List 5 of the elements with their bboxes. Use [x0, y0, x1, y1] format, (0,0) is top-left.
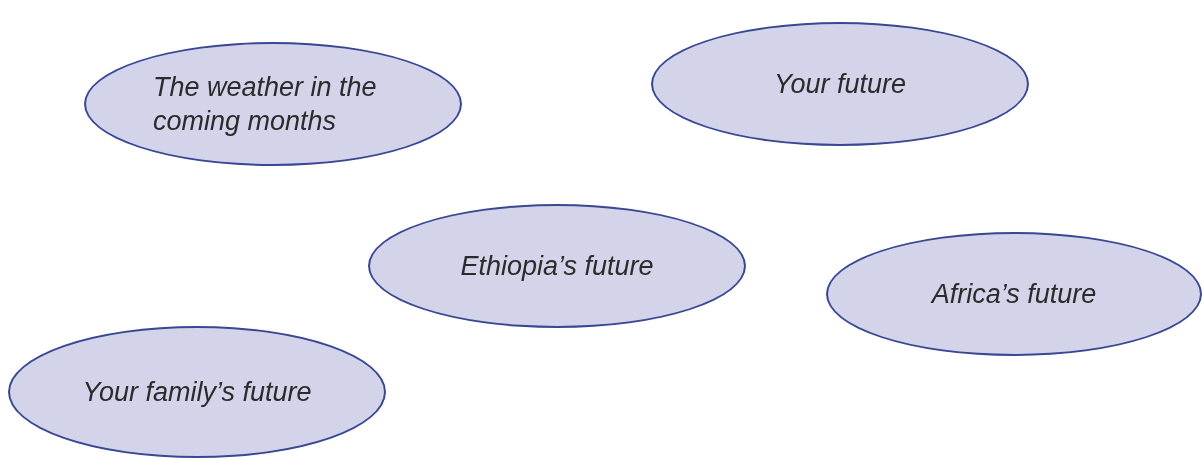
bubble-text: Ethiopia’s future [460, 250, 654, 283]
bubble-text: Africa’s future [931, 278, 1097, 311]
bubble-text: The weather in the coming months [153, 71, 378, 138]
bubble-text: Your family’s future [82, 376, 312, 409]
bubble-text: Your future [773, 68, 907, 101]
